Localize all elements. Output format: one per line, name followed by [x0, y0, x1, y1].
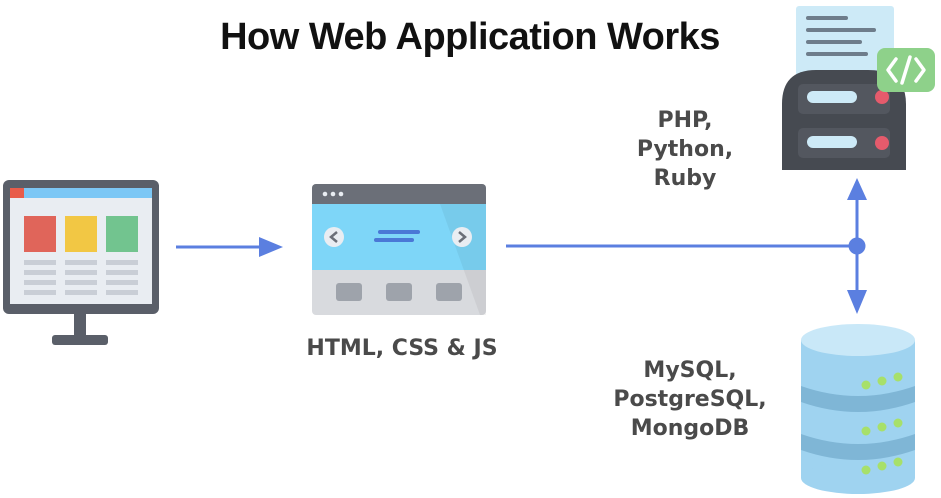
code-tag-icon — [877, 48, 935, 92]
browser-window-icon — [312, 184, 486, 315]
database-system-mongodb: MongoDB — [630, 416, 750, 441]
database-systems-label: MySQL, PostgreSQL, MongoDB — [600, 356, 780, 443]
arrow-client-to-frontend — [176, 237, 283, 257]
backend-language-ruby: Ruby — [653, 166, 717, 191]
arrow-junction-to-database — [847, 246, 867, 314]
desktop-monitor-icon — [3, 180, 159, 345]
backend-language-python: Python, — [636, 137, 734, 162]
backend-language-php: PHP, — [657, 108, 713, 133]
diagram-title: How Web Application Works — [220, 16, 720, 58]
arrow-junction-to-server — [847, 178, 867, 246]
database-system-postgresql: PostgreSQL, — [613, 387, 767, 412]
frontend-label: HTML, CSS & JS — [306, 336, 498, 361]
database-cylinder-icon — [801, 324, 915, 494]
database-system-mysql: MySQL, — [643, 358, 737, 383]
connector-frontend-to-junction — [506, 237, 866, 255]
server-icon — [782, 6, 906, 170]
backend-languages-label: PHP, Python, Ruby — [610, 106, 760, 193]
